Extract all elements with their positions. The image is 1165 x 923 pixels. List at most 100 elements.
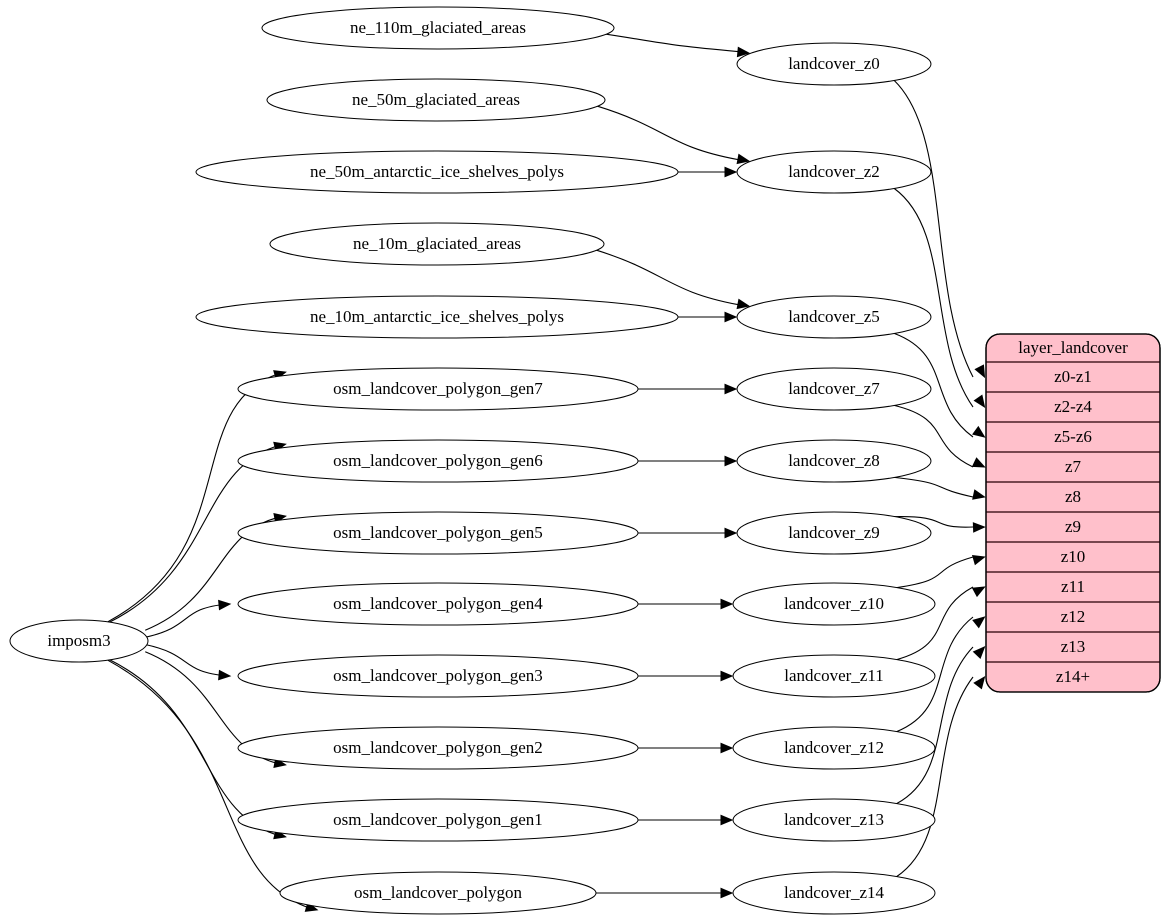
node-landcover_z7[interactable]: landcover_z7 <box>736 367 932 411</box>
layer-table-row-z11[interactable]: z11 <box>1061 577 1085 596</box>
layer-table-header: layer_landcover <box>1018 338 1128 357</box>
edge-arrowhead <box>971 457 986 468</box>
edge-ne_110m_glaciated_areas-to-landcover_z0 <box>606 33 738 53</box>
node-ellipse-shape <box>732 726 936 770</box>
layer-table-row-z0-z1[interactable]: z0-z1 <box>1054 367 1092 386</box>
node-ellipse-shape <box>279 871 597 915</box>
edge-landcover_z2-to-z2-z4 <box>893 187 974 408</box>
node-ne_50m_glaciated_areas[interactable]: ne_50m_glaciated_areas <box>266 78 606 122</box>
node-osm_landcover_polygon_gen2[interactable]: osm_landcover_polygon_gen2 <box>237 726 639 770</box>
layer-table-row-z8[interactable]: z8 <box>1065 487 1081 506</box>
node-label-landcover_z2: landcover_z2 <box>788 162 880 181</box>
edge-arrowhead <box>973 675 986 690</box>
node-label-landcover_z0: landcover_z0 <box>788 54 880 73</box>
edge-arrowhead <box>218 669 232 681</box>
node-ne_110m_glaciated_areas[interactable]: ne_110m_glaciated_areas <box>261 6 615 50</box>
edge-arrowhead <box>973 394 986 409</box>
node-osm_landcover_polygon_gen1[interactable]: osm_landcover_polygon_gen1 <box>237 798 639 842</box>
edge-arrowhead <box>724 527 738 539</box>
node-label-landcover_z8: landcover_z8 <box>788 451 880 470</box>
node-label-ne_10m_antarctic_ice_shelves_polys: ne_10m_antarctic_ice_shelves_polys <box>310 307 564 326</box>
node-label-landcover_z9: landcover_z9 <box>788 523 880 542</box>
node-osm_landcover_polygon_gen4[interactable]: osm_landcover_polygon_gen4 <box>237 582 639 626</box>
edge-arrowhead <box>720 670 734 682</box>
node-ne_50m_antarctic_ice_shelves_polys[interactable]: ne_50m_antarctic_ice_shelves_polys <box>195 150 679 194</box>
edge-landcover_z11-to-z11 <box>896 586 974 661</box>
node-landcover_z9[interactable]: landcover_z9 <box>736 511 932 555</box>
node-label-osm_landcover_polygon_gen1: osm_landcover_polygon_gen1 <box>333 810 543 829</box>
node-label-osm_landcover_polygon_gen5: osm_landcover_polygon_gen5 <box>333 523 543 542</box>
edge-arrowhead <box>218 599 232 611</box>
layer-table-row-z7[interactable]: z7 <box>1065 457 1082 476</box>
node-label-landcover_z10: landcover_z10 <box>784 594 884 613</box>
node-label-landcover_z5: landcover_z5 <box>788 307 880 326</box>
edge-arrowhead <box>736 153 751 165</box>
edge-arrowhead <box>724 311 738 323</box>
edge-arrowhead <box>971 555 986 566</box>
node-ellipse-shape <box>9 619 149 663</box>
node-landcover_z13[interactable]: landcover_z13 <box>732 798 936 842</box>
layer-table-row-z5-z6[interactable]: z5-z6 <box>1054 427 1092 446</box>
node-landcover_z5[interactable]: landcover_z5 <box>736 295 932 339</box>
edge-arrowhead <box>724 166 738 178</box>
edge-arrowhead <box>720 598 734 610</box>
edge-landcover_z13-to-z13 <box>896 646 974 805</box>
node-label-osm_landcover_polygon_gen2: osm_landcover_polygon_gen2 <box>333 738 543 757</box>
node-ne_10m_antarctic_ice_shelves_polys[interactable]: ne_10m_antarctic_ice_shelves_polys <box>195 295 679 339</box>
node-ne_10m_glaciated_areas[interactable]: ne_10m_glaciated_areas <box>269 222 605 266</box>
node-label-osm_landcover_polygon_gen3: osm_landcover_polygon_gen3 <box>333 666 543 685</box>
layer-table-row-z12[interactable]: z12 <box>1061 607 1086 626</box>
node-ellipse-shape <box>237 511 639 555</box>
layer-table-row-z2-z4[interactable]: z2-z4 <box>1054 397 1092 416</box>
node-ellipse-shape <box>237 726 639 770</box>
node-ellipse-shape <box>195 295 679 339</box>
node-landcover_z2[interactable]: landcover_z2 <box>736 150 932 194</box>
edge-arrowhead <box>972 489 986 500</box>
node-landcover_z0[interactable]: landcover_z0 <box>736 42 932 86</box>
node-imposm3[interactable]: imposm3 <box>9 619 149 663</box>
layer-table-outline <box>985 333 1161 693</box>
node-osm_landcover_polygon_gen3[interactable]: osm_landcover_polygon_gen3 <box>237 654 639 698</box>
node-ellipse-shape <box>261 6 615 50</box>
node-ellipse-shape <box>732 798 936 842</box>
node-landcover_z12[interactable]: landcover_z12 <box>732 726 936 770</box>
node-osm_landcover_polygon[interactable]: osm_landcover_polygon <box>279 871 597 915</box>
edge-landcover_z0-to-z0-z1 <box>893 79 974 378</box>
node-osm_landcover_polygon_gen6[interactable]: osm_landcover_polygon_gen6 <box>237 439 639 483</box>
edge-arrowhead <box>736 46 751 58</box>
edge-arrowhead <box>736 298 751 310</box>
edge-arrowhead <box>720 814 734 826</box>
edge-arrowhead <box>972 646 986 660</box>
layer-table-row-z14+[interactable]: z14+ <box>1056 667 1090 686</box>
node-landcover_z14[interactable]: landcover_z14 <box>732 871 936 915</box>
node-ellipse-shape <box>736 295 932 339</box>
node-label-landcover_z13: landcover_z13 <box>784 810 884 829</box>
node-ellipse-shape <box>237 367 639 411</box>
edge-landcover_z10-to-z10 <box>896 556 974 589</box>
node-osm_landcover_polygon_gen5[interactable]: osm_landcover_polygon_gen5 <box>237 511 639 555</box>
edge-imposm3-to-osm_landcover_polygon_gen4 <box>145 603 229 638</box>
edge-ne_10m_glaciated_areas-to-landcover_z5 <box>596 249 738 306</box>
node-label-landcover_z12: landcover_z12 <box>784 738 884 757</box>
layer-table-row-z10[interactable]: z10 <box>1061 547 1086 566</box>
node-landcover_z11[interactable]: landcover_z11 <box>732 654 936 698</box>
edge-ne_50m_glaciated_areas-to-landcover_z2 <box>597 105 738 161</box>
nodes-layer: ne_110m_glaciated_areas ne_50m_glaciated_… <box>9 6 936 915</box>
node-label-osm_landcover_polygon_gen4: osm_landcover_polygon_gen4 <box>333 594 543 613</box>
layer-table-row-z9[interactable]: z9 <box>1065 517 1081 536</box>
edge-imposm3-to-osm_landcover_polygon <box>107 659 316 911</box>
node-ellipse-shape <box>736 150 932 194</box>
node-ellipse-shape <box>237 582 639 626</box>
edge-arrowhead <box>724 455 738 467</box>
node-landcover_z8[interactable]: landcover_z8 <box>736 439 932 483</box>
node-osm_landcover_polygon_gen7[interactable]: osm_landcover_polygon_gen7 <box>237 367 639 411</box>
node-landcover_z10[interactable]: landcover_z10 <box>732 582 936 626</box>
node-ellipse-shape <box>195 150 679 194</box>
node-label-imposm3: imposm3 <box>47 631 110 650</box>
node-label-osm_landcover_polygon_gen6: osm_landcover_polygon_gen6 <box>333 451 543 470</box>
layer-table-row-z13[interactable]: z13 <box>1061 637 1086 656</box>
node-label-osm_landcover_polygon_gen7: osm_landcover_polygon_gen7 <box>333 379 543 398</box>
node-ellipse-shape <box>732 654 936 698</box>
